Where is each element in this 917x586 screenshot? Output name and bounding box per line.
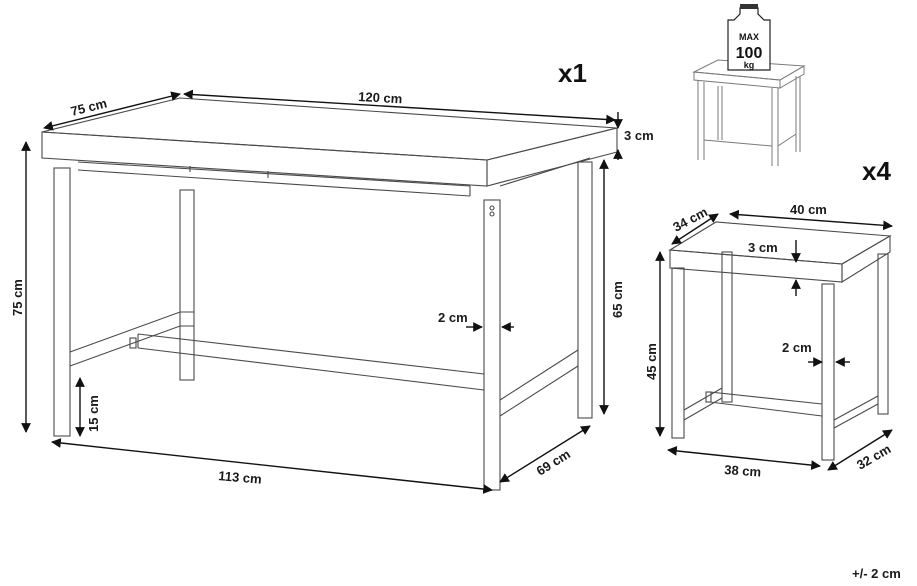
table-leg-height-label: 65 cm	[610, 281, 625, 318]
stool-top-thickness-label: 3 cm	[748, 240, 778, 255]
max-load-unit: kg	[744, 60, 755, 70]
stool-thumbnail	[692, 59, 806, 166]
stool-quantity-label: x4	[862, 156, 891, 186]
table-quantity-label: x1	[558, 58, 587, 88]
max-load-value: 100	[736, 45, 763, 62]
table-dimension-lines	[21, 89, 623, 494]
stool-dimension-lines	[655, 209, 893, 471]
max-load-label: MAX	[739, 32, 759, 42]
max-load-weight-icon	[727, 4, 771, 71]
stool-width-top-label: 40 cm	[790, 202, 827, 217]
table-top-thickness-label: 3 cm	[624, 128, 654, 143]
stool-height-label: 45 cm	[644, 343, 659, 380]
table-overall-height-label: 75 cm	[10, 279, 25, 316]
tolerance-note: +/- 2 cm	[852, 566, 901, 581]
stool-base-width-label: 38 cm	[724, 462, 762, 480]
table-base-depth-label: 69 cm	[534, 446, 573, 478]
table-width-top-label: 120 cm	[358, 89, 403, 106]
stool-leg-thickness-label: 2 cm	[782, 340, 812, 355]
stool-depth-top-label: 34 cm	[670, 204, 710, 235]
table-leg-thickness-label: 2 cm	[438, 310, 468, 325]
table-base-width-label: 113 cm	[218, 468, 263, 487]
table-depth-top-label: 75 cm	[69, 95, 108, 118]
stool-drawing	[668, 221, 892, 461]
table-stretcher-height-label: 15 cm	[86, 395, 101, 432]
stool-base-depth-label: 32 cm	[854, 441, 893, 472]
table-drawing	[41, 97, 618, 491]
